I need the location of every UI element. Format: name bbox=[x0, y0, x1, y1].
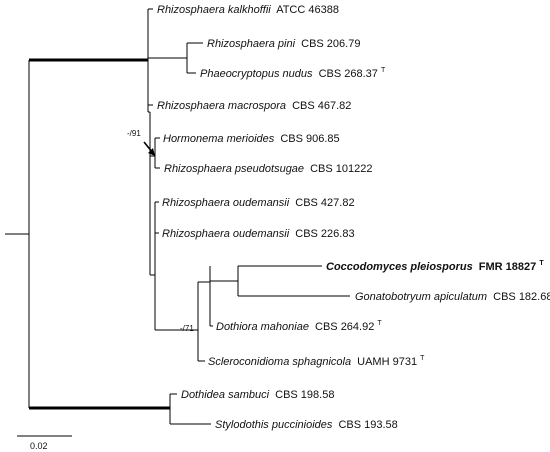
taxon-strain: CBS 268.37 bbox=[319, 68, 378, 80]
taxon-label-stylodothis: Stylodothis puccinioides CBS 193.58 bbox=[215, 419, 398, 431]
taxon-name: Rhizosphaera pseudotsugae bbox=[164, 163, 304, 175]
svg-text:Dothiora mahoniae CBS 26: Dothiora mahoniae CBS 264.92 T bbox=[216, 320, 382, 333]
taxon-label-oudemansii-2: Rhizosphaera oudemansii CBS 226.83 bbox=[162, 228, 355, 240]
taxon-label-gonatobotryum: Gonatobotryum apiculatum CBS 182.68 bbox=[355, 291, 550, 303]
taxon-strain: CBS 264.92 bbox=[315, 321, 374, 333]
taxon-name: Rhizosphaera macrospora bbox=[157, 100, 286, 112]
taxon-strain: CBS 467.82 bbox=[292, 100, 351, 112]
taxon-name: Rhizosphaera kalkhoffii bbox=[157, 4, 271, 16]
taxon-label-coccodomyces: Coccodomyces pleiosporus FMR 18827 T bbox=[326, 260, 544, 273]
taxon-name: Dothidea sambuci bbox=[181, 389, 270, 401]
svg-text:Dothidea sambuci CBS 198: Dothidea sambuci CBS 198.58 bbox=[181, 389, 334, 401]
taxon-label-scleroconidioma: Scleroconidioma sphagnicola UAMH 9731 T bbox=[208, 355, 425, 368]
taxon-name: Rhizosphaera oudemansii bbox=[162, 228, 290, 240]
taxon-label-dothiora: Dothiora mahoniae CBS 264.92 T bbox=[216, 320, 382, 333]
scale-bar-label: 0.02 bbox=[30, 441, 48, 451]
svg-text:Phaeocryptopus nudus CBS: Phaeocryptopus nudus CBS 268.37 T bbox=[200, 67, 386, 80]
svg-text:Rhizosphaera oudemansii: Rhizosphaera oudemansii CBS 226.83 bbox=[162, 228, 355, 240]
taxon-label-sambuci: Dothidea sambuci CBS 198.58 bbox=[181, 389, 334, 401]
taxon-name: Rhizosphaera pini bbox=[207, 38, 296, 50]
svg-text:Rhizosphaera pini CBS 20: Rhizosphaera pini CBS 206.79 bbox=[207, 38, 360, 50]
taxon-label-hormonema: Hormonema merioides CBS 906.85 bbox=[163, 133, 340, 145]
taxon-name: Coccodomyces pleiosporus bbox=[326, 261, 473, 273]
taxon-strain: CBS 226.83 bbox=[295, 228, 354, 240]
taxon-name: Gonatobotryum apiculatum bbox=[355, 291, 487, 303]
taxon-strain: CBS 182.68 bbox=[493, 291, 550, 303]
taxon-strain: CBS 198.58 bbox=[275, 389, 334, 401]
svg-text:Rhizosphaera kalkhoffii: Rhizosphaera kalkhoffii ATCC 46388 bbox=[157, 4, 339, 16]
svg-text:Scleroconidioma sphagnicola: Scleroconidioma sphagnicola UAMH 9731 T bbox=[208, 355, 425, 368]
taxon-name: Scleroconidioma sphagnicola bbox=[208, 356, 351, 368]
svg-text:Gonatobotryum apiculatum: Gonatobotryum apiculatum CBS 182.68 bbox=[355, 291, 550, 303]
taxon-strain: ATCC 46388 bbox=[276, 4, 339, 16]
taxon-strain: CBS 206.79 bbox=[301, 38, 360, 50]
taxon-strain: CBS 193.58 bbox=[338, 419, 397, 431]
svg-text:Rhizosphaera pseudotsugae: Rhizosphaera pseudotsugae CBS 101222 bbox=[164, 163, 373, 175]
taxon-name: Dothiora mahoniae bbox=[216, 321, 309, 333]
support-dothiora-node: -/71 bbox=[180, 324, 194, 333]
svg-text:Coccodomyces pleiosporus: Coccodomyces pleiosporus FMR 18827 T bbox=[326, 260, 544, 273]
taxon-label-pseudotsugae: Rhizosphaera pseudotsugae CBS 101222 bbox=[164, 163, 373, 175]
type-marker: T bbox=[420, 355, 425, 362]
taxon-strain: CBS 101222 bbox=[310, 163, 372, 175]
type-marker: T bbox=[539, 260, 544, 267]
taxon-label-kalkhoffii: Rhizosphaera kalkhoffii ATCC 46388 bbox=[157, 4, 339, 16]
svg-text:Stylodothis puccinioides: Stylodothis puccinioides CBS 193.58 bbox=[215, 419, 398, 431]
taxon-name: Hormonema merioides bbox=[163, 133, 275, 145]
support-hormonema-node: -/91 bbox=[127, 129, 141, 138]
svg-text:Rhizosphaera oudemansii: Rhizosphaera oudemansii CBS 427.82 bbox=[162, 197, 355, 209]
taxon-label-phaeocryptopus: Phaeocryptopus nudus CBS 268.37 T bbox=[200, 67, 386, 80]
taxon-strain: FMR 18827 bbox=[479, 261, 536, 273]
taxon-name: Stylodothis puccinioides bbox=[215, 419, 333, 431]
type-marker: T bbox=[381, 67, 386, 74]
taxon-strain: CBS 427.82 bbox=[295, 197, 354, 209]
taxon-name: Rhizosphaera oudemansii bbox=[162, 197, 290, 209]
taxon-label-oudemansii-1: Rhizosphaera oudemansii CBS 427.82 bbox=[162, 197, 355, 209]
taxon-strain: UAMH 9731 bbox=[357, 356, 417, 368]
type-marker: T bbox=[377, 320, 382, 327]
taxon-label-macrospora: Rhizosphaera macrospora CBS 467.82 bbox=[157, 100, 351, 112]
svg-text:Rhizosphaera macrospora: Rhizosphaera macrospora CBS 467.82 bbox=[157, 100, 351, 112]
taxon-strain: CBS 906.85 bbox=[280, 133, 339, 145]
arrow-head-icon bbox=[148, 148, 155, 156]
taxon-label-pini: Rhizosphaera pini CBS 206.79 bbox=[207, 38, 360, 50]
taxon-name: Phaeocryptopus nudus bbox=[200, 68, 313, 80]
svg-text:Hormonema merioides CBS: Hormonema merioides CBS 906.85 bbox=[163, 133, 340, 145]
